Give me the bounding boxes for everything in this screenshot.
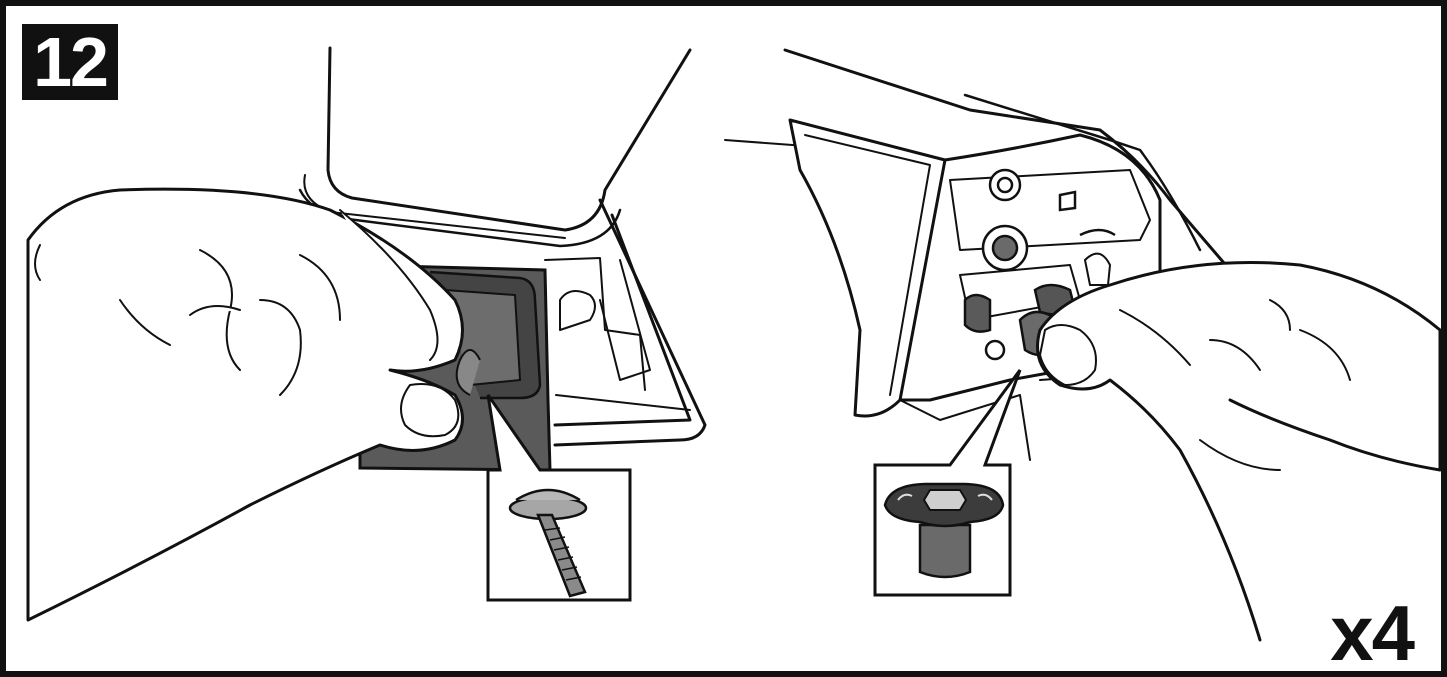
t-handle-knob-icon: [883, 482, 1005, 579]
right-foot-details: [963, 168, 1116, 361]
roof-bar: [783, 48, 1232, 272]
left-hand: [26, 187, 464, 622]
right-hand: [1036, 261, 1442, 642]
repeat-multiplier: x4: [1330, 589, 1415, 677]
carriage-bolt-icon: [508, 488, 588, 598]
foot-housing: [553, 198, 707, 447]
step-number-badge: 12: [22, 24, 118, 100]
left-callout: [486, 394, 632, 602]
roof-bar-upright: [326, 46, 692, 232]
right-callout: [873, 369, 1022, 597]
right-scene: [724, 48, 1232, 461]
left-scene: [298, 46, 707, 447]
